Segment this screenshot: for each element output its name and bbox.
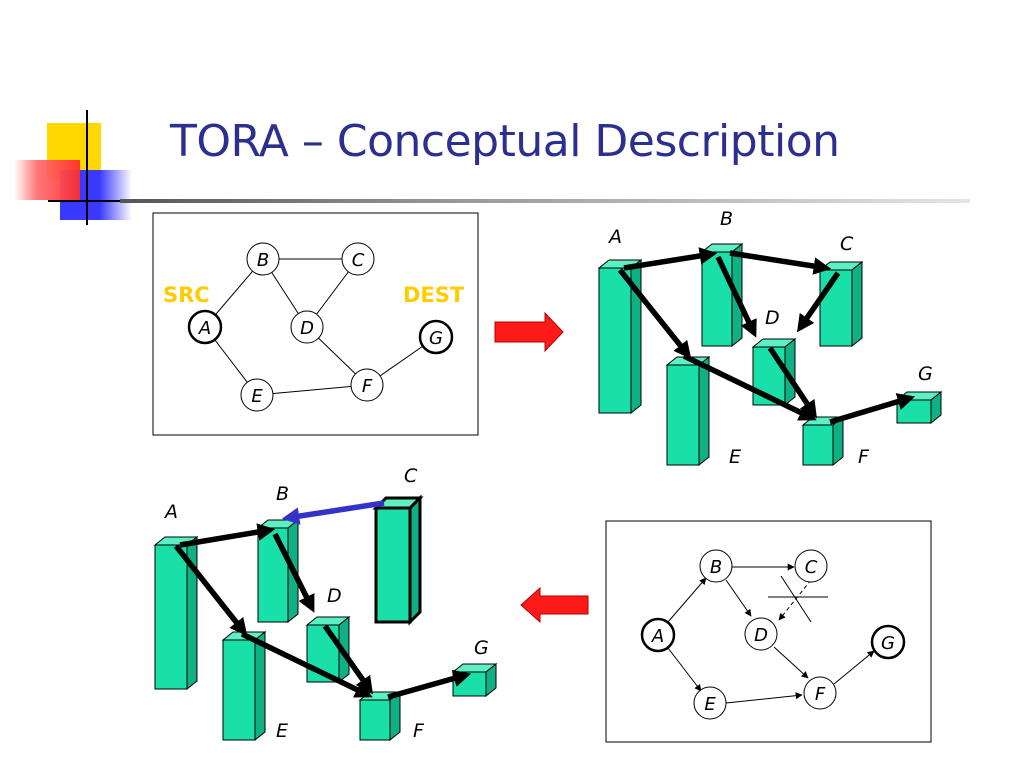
node-b-label: B [257,250,269,271]
node-a-label: A [651,626,664,647]
column-f [801,415,845,467]
column-e [665,355,711,467]
label-b: B [276,483,289,505]
label-d: D [327,585,342,607]
graph-bottom-right-edges [667,563,875,704]
node-e: E [693,686,727,720]
label-b: B [720,208,733,230]
label-f: F [413,720,425,742]
node-d-label: D [754,625,768,646]
src-label: SRC [163,283,210,307]
column-c [372,494,424,626]
dashed-edge-c-d [778,579,812,621]
broken-link-cross-icon [768,575,828,623]
column-a [153,535,199,691]
node-b: B [246,242,280,276]
label-a: A [607,226,622,248]
reversal-arrow [281,500,385,525]
graph-bottom-right: A B C D E F G [605,520,932,743]
node-g-label: G [429,328,443,349]
column-b [256,518,300,624]
column-a [597,258,643,415]
column-c [818,260,864,348]
node-a-label: A [198,318,211,339]
graph-top-left: SRC DEST A B C D E [152,212,479,436]
label-a: A [163,501,178,523]
node-d: D [290,310,324,344]
column-g [451,662,498,698]
heights-top-right: A B C D E F G [597,208,943,468]
node-g: G [870,624,906,660]
column-b [700,242,744,348]
node-b: B [699,549,733,583]
red-arrow-left-icon [520,586,589,624]
node-c-label: C [805,557,818,578]
node-c: C [341,242,375,276]
node-f-label: F [362,376,373,397]
dest-label: DEST [403,283,465,307]
column-g [895,390,943,425]
label-g: G [474,637,489,659]
label-e: E [276,720,288,742]
node-b-label: B [710,557,722,578]
flow-arrows-top-right [617,247,916,425]
column-e [221,630,267,742]
red-arrow-right-icon [494,311,564,353]
node-d-label: D [300,318,314,339]
node-g: G [418,319,454,355]
node-a: A [187,309,223,345]
column-f [358,690,402,742]
node-c: C [794,549,828,583]
node-f: F [350,368,384,402]
label-f: F [858,446,870,468]
label-c: C [840,233,854,255]
flow-arrows-bottom-left [173,523,472,700]
node-g-label: G [881,633,895,654]
node-e-label: E [251,386,263,407]
node-e-label: E [704,694,716,715]
node-c-label: C [352,250,365,271]
label-g: G [918,363,933,385]
label-c: C [404,465,418,487]
node-e: E [240,378,274,412]
label-d: D [765,307,780,329]
node-a: A [640,617,676,653]
label-e: E [729,446,741,468]
node-f-label: F [815,684,826,705]
page-title: TORA – Conceptual Description [170,116,840,167]
node-f: F [803,676,837,710]
node-d: D [744,617,778,651]
heights-bottom-left: A B C D E F G [153,465,498,742]
